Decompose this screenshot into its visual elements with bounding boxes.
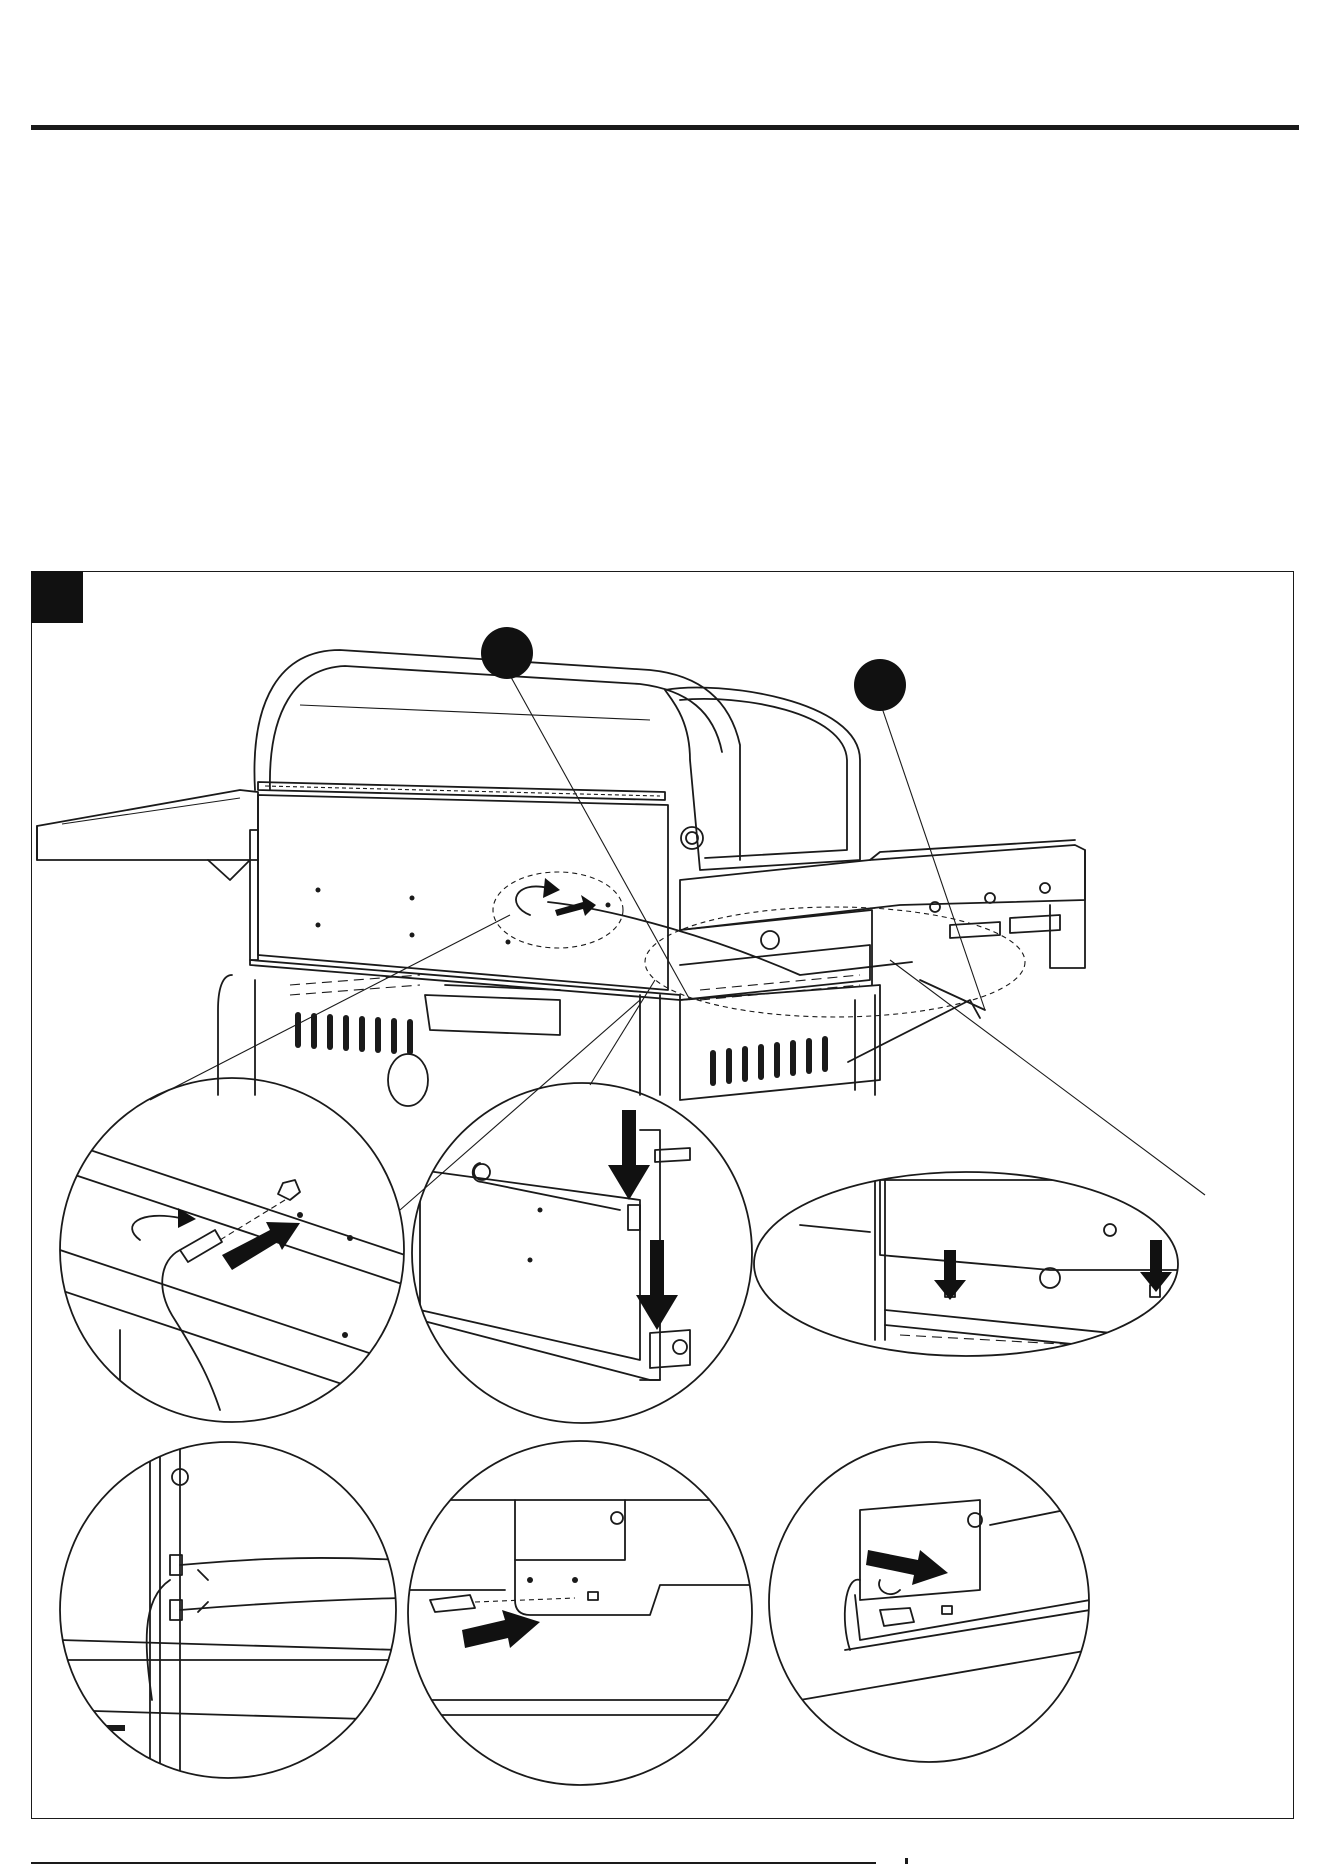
leader-lines — [150, 670, 1205, 1210]
detail-view-top-center — [412, 1083, 752, 1423]
detail-view-bottom-right — [769, 1442, 1090, 1762]
detail-view-bottom-center — [408, 1441, 760, 1785]
grill-main-view — [37, 650, 1085, 1106]
detail-view-top-right — [754, 1172, 1180, 1356]
footer-tick — [905, 1858, 908, 1864]
cabinet-vent-slots — [295, 1012, 828, 1086]
callout-marker-1 — [481, 627, 533, 679]
callout-marker-2 — [854, 659, 906, 711]
detail-view-bottom-left — [60, 1440, 400, 1780]
footer-rule — [31, 1862, 876, 1864]
detail-view-top-left — [60, 1078, 420, 1422]
